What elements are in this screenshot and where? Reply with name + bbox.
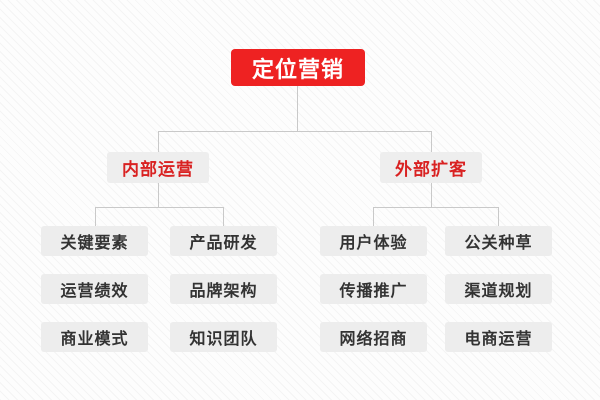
- branch-node-label: 内部运营: [122, 160, 194, 180]
- leaf-node[interactable]: 电商运营: [445, 322, 552, 352]
- connector-branch-0-drop: [158, 131, 159, 152]
- connector-branch-1-col-0-drop: [373, 207, 374, 226]
- leaf-node[interactable]: 用户体验: [320, 226, 427, 256]
- leaf-node-label: 品牌架构: [189, 281, 258, 300]
- leaf-node[interactable]: 渠道规划: [445, 274, 552, 304]
- leaf-node[interactable]: 产品研发: [170, 226, 277, 256]
- connector-branch-0-col-1-drop: [223, 207, 224, 226]
- leaf-node[interactable]: 关键要素: [41, 226, 148, 256]
- connector-branch-1-bar: [373, 207, 498, 208]
- leaf-node[interactable]: 运营绩效: [41, 274, 148, 304]
- branch-node-internal-operations[interactable]: 内部运营: [107, 152, 209, 183]
- leaf-node-label: 知识团队: [189, 329, 258, 348]
- branch-node-external-acquisition[interactable]: 外部扩客: [380, 152, 482, 183]
- leaf-node[interactable]: 品牌架构: [170, 274, 277, 304]
- connector-branch-1-drop: [431, 131, 432, 152]
- leaf-node[interactable]: 传播推广: [320, 274, 427, 304]
- leaf-node-label: 电商运营: [464, 329, 533, 348]
- leaf-node[interactable]: 网络招商: [320, 322, 427, 352]
- leaf-node[interactable]: 商业模式: [41, 322, 148, 352]
- connector-branch-1-stem: [431, 183, 432, 207]
- connector-branch-0-stem: [158, 183, 159, 207]
- root-node-label: 定位营销: [251, 57, 344, 83]
- leaf-node-label: 商业模式: [60, 329, 129, 348]
- leaf-node-label: 产品研发: [189, 233, 258, 252]
- leaf-node-label: 用户体验: [339, 233, 408, 252]
- leaf-node-label: 传播推广: [339, 281, 408, 300]
- connector-branch-0-col-0-drop: [95, 207, 96, 226]
- leaf-node-label: 网络招商: [339, 329, 408, 348]
- leaf-node-label: 运营绩效: [60, 281, 129, 300]
- leaf-node-label: 渠道规划: [464, 281, 533, 300]
- leaf-node[interactable]: 知识团队: [170, 322, 277, 352]
- connector-root-bar: [158, 131, 432, 132]
- connector-branch-1-col-1-drop: [498, 207, 499, 226]
- branch-node-label: 外部扩客: [395, 160, 467, 180]
- leaf-node-label: 关键要素: [60, 233, 129, 252]
- leaf-node-label: 公关种草: [464, 233, 533, 252]
- root-node[interactable]: 定位营销: [231, 49, 365, 86]
- connector-root-stem: [297, 86, 298, 131]
- leaf-node[interactable]: 公关种草: [445, 226, 552, 256]
- connector-branch-0-bar: [95, 207, 224, 208]
